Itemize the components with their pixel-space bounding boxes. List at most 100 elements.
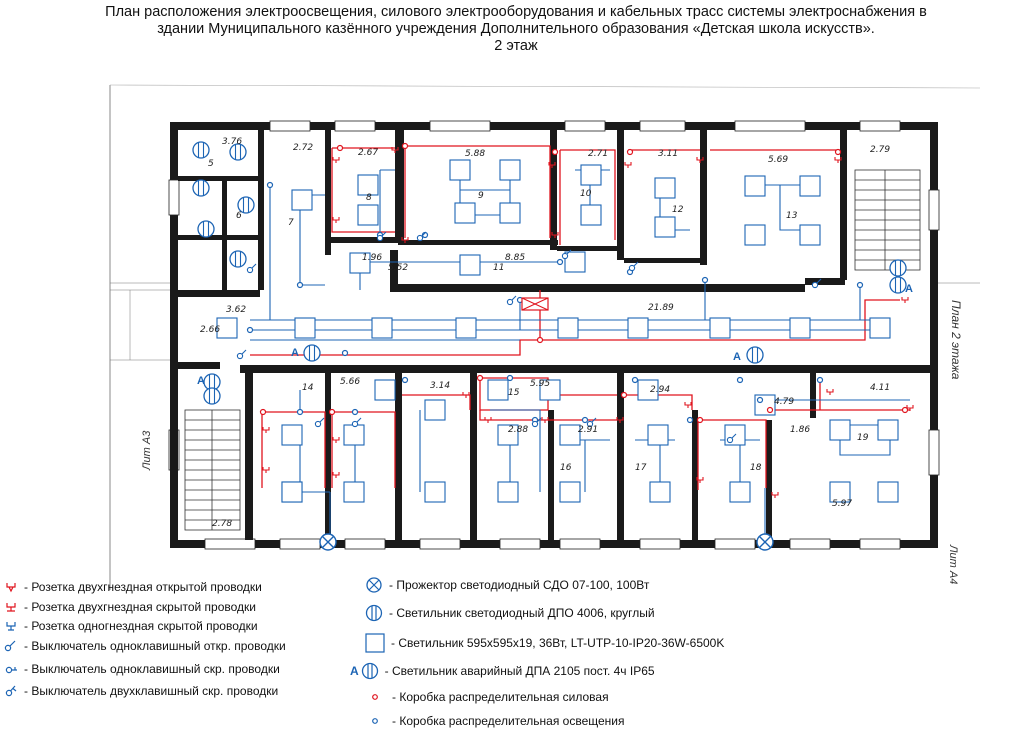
socket-icon (541, 417, 549, 423)
panel-lamp-icon (357, 204, 379, 226)
panel-lamp-icon (294, 317, 316, 339)
room-number: 17 (635, 463, 647, 473)
lighting-box-icon (816, 376, 824, 384)
panel-lamp-icon (559, 481, 581, 503)
room-dimension: 3.11 (658, 149, 678, 159)
lighting-box-icon (756, 396, 764, 404)
switch-single-open-icon (4, 640, 16, 652)
room-dimension: 2.72 (293, 143, 313, 153)
plan-paper (109, 84, 981, 590)
round-lamp-icon (746, 346, 764, 364)
inner-walls (170, 130, 930, 548)
panel-lamp-icon (744, 224, 766, 246)
room-number: 8 (366, 193, 372, 203)
room-dimension: 3.76 (222, 137, 242, 147)
panel-lamp-icon (799, 224, 821, 246)
floodlight-icon (756, 533, 774, 551)
socket-icon (684, 402, 692, 408)
room-dimension: 5.69 (768, 155, 788, 165)
lighting-box-icon (736, 376, 744, 384)
panel-lamp-icon (654, 177, 676, 199)
panel-lamp-icon (357, 174, 379, 196)
legend-label: - Розетка двухгнездная открытой проводки (24, 580, 262, 594)
legend-item: - Выключатель одноклавишный откр. провод… (4, 639, 286, 653)
panel-lamp-icon (559, 424, 581, 446)
room-number: 6 (236, 211, 242, 221)
socket-icon (834, 157, 842, 163)
panel-lamp-icon (829, 481, 851, 503)
lighting-box-icon (296, 281, 304, 289)
round-lamps (192, 141, 907, 405)
panel-lamp-icon (371, 317, 393, 339)
room-dimension: 21.89 (648, 303, 674, 313)
lighting-box-icon (341, 349, 349, 357)
lighting-box-icon (686, 416, 694, 424)
panel-lamp-icon (729, 481, 751, 503)
socket-icon (401, 237, 409, 243)
panel-lamp-icon (654, 216, 676, 238)
title-line-2: здании Муниципального казённого учрежден… (157, 21, 875, 37)
legend-item: А - Светильник аварийный ДПА 2105 пост. … (350, 662, 655, 680)
socket-icon (391, 147, 399, 153)
socket-icon (262, 427, 270, 433)
socket-icon (696, 157, 704, 163)
legend-label: - Выключатель одноклавишный откр. провод… (24, 639, 286, 653)
panel-lamp-icon (497, 481, 519, 503)
socket-icon (696, 477, 704, 483)
switch-icon (351, 417, 362, 428)
panel-lamp-icon (564, 251, 586, 273)
panel-lamp-icon (637, 379, 659, 401)
socket-icon (332, 437, 340, 443)
panel-lamp-icon (349, 252, 371, 274)
panel-lamp-icon (499, 202, 521, 224)
legend-item: - Выключатель двухклавишный скр. проводк… (4, 684, 278, 698)
emergency-letter: А (905, 283, 913, 295)
round-lamp-icon (365, 604, 383, 622)
lighting-box-icon (372, 718, 378, 724)
legend-item: - Прожектор светодиодный СДО 07-100, 100… (365, 576, 649, 594)
room-number: 5 (208, 159, 214, 169)
round-lamp-icon (192, 179, 210, 197)
lighting-box-icon (556, 258, 564, 266)
power-box-icon (620, 391, 628, 399)
room-dimension: 5.52 (388, 263, 408, 273)
panel-lamp-icon (829, 419, 851, 441)
panel-lamp-icon (744, 175, 766, 197)
switch-icon (416, 231, 427, 242)
panel-lamp-icon (647, 424, 669, 446)
panel-lamp-icon (281, 481, 303, 503)
panel-lamp-icon (343, 481, 365, 503)
panel-lamp-icon (459, 254, 481, 276)
legend-item: - Коробка распределительная освещения (368, 714, 625, 728)
switch-single-hidden-icon (5, 666, 17, 674)
distribution-board (521, 297, 549, 311)
panel-lamp-icon (365, 633, 385, 653)
panel-lamp-icon (281, 424, 303, 446)
emergency-lamp-icon (361, 662, 378, 680)
socket-icon (332, 472, 340, 478)
power-box-icon (336, 144, 344, 152)
power-box-icon (476, 374, 484, 382)
round-lamp-icon (889, 276, 907, 294)
room-dimension: 4.79 (774, 397, 794, 407)
panel-lamp-icon (877, 481, 899, 503)
lighting-box-icon (581, 416, 589, 424)
room-dimension: 2.94 (650, 385, 670, 395)
round-lamp-icon (303, 344, 321, 362)
drawing-title: План расположения электроосвещения, сило… (0, 4, 1032, 55)
panel-lamp-icon (557, 317, 579, 339)
lighting-box-icon (631, 376, 639, 384)
room-number: 13 (786, 211, 798, 221)
switch-icon (314, 417, 325, 428)
legend-label: - Розетка двухгнездная скрытой проводки (24, 600, 256, 614)
switch-icon (586, 417, 597, 428)
switch-icon (236, 349, 247, 360)
round-lamp-icon (203, 387, 221, 405)
room-number: 14 (302, 383, 314, 393)
room-dimension: 2.67 (358, 148, 378, 158)
emergency-letter: А (197, 375, 205, 387)
panel-lamp-icon (709, 317, 731, 339)
round-lamp-icon (237, 196, 255, 214)
power-box-icon (696, 416, 704, 424)
